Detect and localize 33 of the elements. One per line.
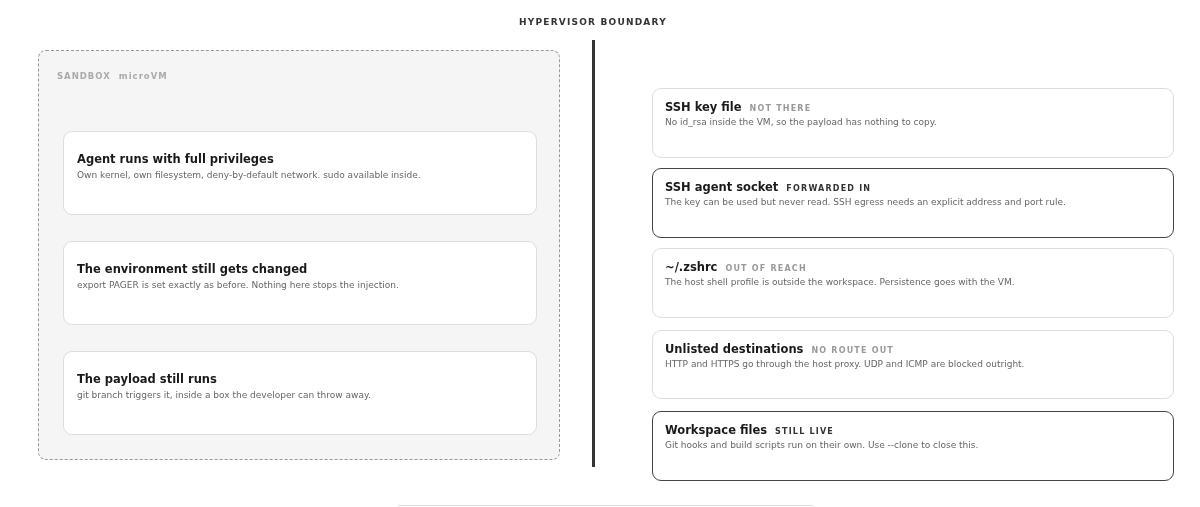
card-title: ~/.zshrc (665, 260, 718, 274)
sandbox-panel (38, 50, 560, 460)
card-description: HTTP and HTTPS go through the host proxy. UDP and ICMP are blocked outright. (665, 359, 1026, 370)
card-description: Own kernel, own filesystem, deny-by-default network. sudo available inside. (77, 170, 422, 181)
panel-subheading: microVM (118, 71, 168, 81)
diagram-title: HYPERVISOR BOUNDARY (518, 17, 668, 27)
card-description: Git hooks and build scripts run on their own. Use --clone to close this. (665, 440, 980, 451)
card-title: The environment still gets changed (77, 262, 308, 276)
status-card (652, 168, 1174, 238)
card-description: The key can be used but never read. SSH egress needs an explicit address and port rule. (665, 197, 1067, 208)
status-card (652, 411, 1174, 481)
card-description: The host shell profile is outside the workspace. Persistence goes with the VM. (665, 277, 1016, 288)
status-tag: NOT THERE (749, 104, 812, 113)
status-card (652, 248, 1174, 318)
card-title: Agent runs with full privileges (77, 152, 274, 166)
panel-heading: SANDBOX (57, 71, 111, 81)
card-description: No id_rsa inside the VM, so the payload has nothing to copy. (665, 117, 938, 128)
card-title: SSH agent socket (665, 180, 779, 194)
status-tag: FORWARDED IN (786, 184, 872, 193)
card-title: Unlisted destinations (665, 342, 804, 356)
info-card (63, 351, 537, 435)
status-card (652, 330, 1174, 399)
card-title: The payload still runs (77, 372, 217, 386)
card-description: export PAGER is set exactly as before. Nothing here stops the injection. (77, 280, 400, 291)
card-description: git branch triggers it, inside a box the developer can throw away. (77, 390, 372, 401)
status-card (652, 88, 1174, 158)
card-title: SSH key file (665, 100, 742, 114)
info-card (63, 241, 537, 325)
info-card (63, 131, 537, 215)
status-tag: STILL LIVE (775, 427, 834, 436)
card-title: Workspace files (665, 423, 768, 437)
status-tag: NO ROUTE OUT (811, 346, 895, 355)
status-tag: OUT OF REACH (725, 264, 807, 273)
